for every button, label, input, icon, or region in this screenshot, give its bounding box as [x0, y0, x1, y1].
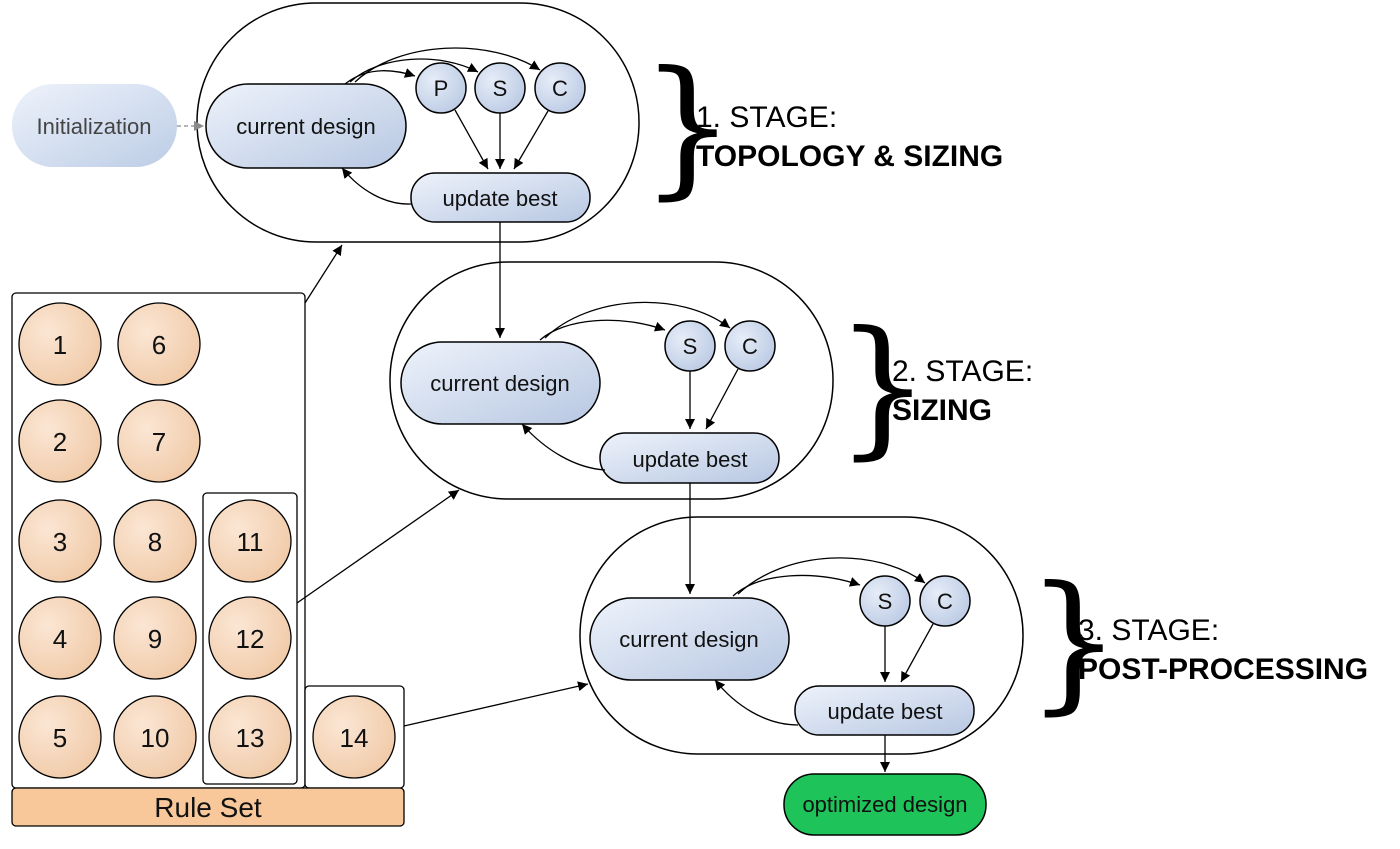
rule-2-label: 2	[53, 427, 67, 457]
stage-1-title: 1. STAGE:	[696, 101, 837, 134]
rule-10-label: 10	[141, 723, 170, 753]
arrow-rules-to-stage-1	[304, 244, 343, 304]
stage-1-arrow-to-c	[354, 47, 541, 83]
stage-3-arrow-c-update	[900, 623, 934, 683]
rule-14-label: 14	[340, 723, 369, 753]
stage-1-current-design-label: current design	[236, 114, 375, 139]
stage-2-arrow-to-c	[544, 301, 731, 339]
rule-8-label: 8	[148, 527, 162, 557]
rule-13-label: 13	[236, 723, 265, 753]
stage-1-arrow-to-s	[349, 58, 479, 83]
stage-3-current-design	[589, 597, 790, 681]
stage-3-update-best-label: update best	[828, 699, 943, 724]
initialization-node	[12, 84, 177, 167]
stage-3: current design S C update best	[579, 516, 1024, 755]
optimized-design-node	[783, 773, 987, 836]
stage-1-brace: }	[640, 40, 735, 214]
stage-1-arrow-c-update	[513, 110, 549, 170]
rule-7	[117, 399, 201, 483]
rule-3	[18, 499, 102, 583]
rule-3-label: 3	[53, 527, 67, 557]
stage-2-current-design-label: current design	[430, 371, 569, 396]
stage-1-operator-p	[415, 62, 467, 114]
rule-12-label: 12	[236, 624, 265, 654]
rule-2	[18, 399, 102, 483]
stage-2-current-design	[400, 341, 601, 425]
stage-2: current design S C update best	[389, 261, 834, 500]
rule-9	[113, 596, 197, 680]
stage-2-operator-c	[724, 320, 776, 372]
arrow-rules-to-stage-2	[296, 489, 460, 604]
rule-9-label: 9	[148, 624, 162, 654]
stage-2-subtitle: SIZING	[892, 394, 992, 427]
stage-3-title: 3. STAGE:	[1078, 614, 1219, 647]
rule-8	[113, 499, 197, 583]
stage-1-arrow-update-current	[341, 167, 412, 205]
stage-3-operator-s-label: S	[878, 589, 893, 614]
stage-1: current design P S C update best	[196, 2, 640, 243]
stage-2-arrow-c-update	[705, 368, 739, 430]
stage-1-arrow-p-update	[454, 109, 489, 170]
arrow-rules-to-stage-3	[403, 681, 589, 727]
stage-2-update-best-label: update best	[633, 447, 748, 472]
rule-set: Rule Set 1 2 3 4 5 6 7 8 9 10 11 12 13 1…	[11, 292, 405, 827]
stage-3-current-design-label: current design	[619, 627, 758, 652]
stage-3-brace: }	[1026, 555, 1121, 729]
rule-6-label: 6	[152, 330, 166, 360]
stage-1-operator-s-label: S	[493, 76, 508, 101]
stage-1-current-design	[205, 83, 407, 169]
rule-13	[208, 695, 292, 779]
stage-2-arrow-update-current	[521, 423, 606, 471]
rule-14	[312, 695, 396, 779]
stage-2-title: 2. STAGE:	[892, 355, 1033, 388]
stage-2-operator-c-label: C	[742, 334, 758, 359]
stage-1-subtitle: TOPOLOGY & SIZING	[696, 140, 1003, 173]
rule-1-label: 1	[53, 330, 67, 360]
stage-3-arrow-update-current	[714, 679, 799, 726]
stage-2-brace: }	[835, 300, 930, 474]
stage-3-operator-c	[919, 575, 971, 627]
rule-10	[113, 695, 197, 779]
rule-4	[18, 596, 102, 680]
rule-7-label: 7	[152, 427, 166, 457]
stage-1-update-best-label: update best	[443, 186, 558, 211]
stage-1-operator-c	[534, 62, 586, 114]
rule-5	[18, 695, 102, 779]
rule-1	[18, 302, 102, 386]
stage-3-operator-c-label: C	[937, 589, 953, 614]
optimized-design-label: optimized design	[802, 792, 967, 817]
rule-5-label: 5	[53, 723, 67, 753]
stage-1-arrow-to-p	[344, 68, 416, 85]
rule-11	[208, 499, 292, 583]
stage-3-subtitle: POST-PROCESSING	[1078, 653, 1368, 686]
rule-12	[208, 596, 292, 680]
rule-6	[117, 302, 201, 386]
rule-set-bar	[11, 787, 405, 827]
rule-11-label: 11	[237, 527, 264, 557]
rule-4-label: 4	[53, 624, 67, 654]
stage-2-operator-s-label: S	[683, 334, 698, 359]
stage-3-arrow-to-c	[737, 557, 926, 595]
rule-set-label: Rule Set	[154, 792, 262, 823]
stage-1-operator-c-label: C	[552, 76, 568, 101]
stage-1-operator-p-label: P	[434, 76, 449, 101]
initialization-label: Initialization	[37, 114, 152, 139]
